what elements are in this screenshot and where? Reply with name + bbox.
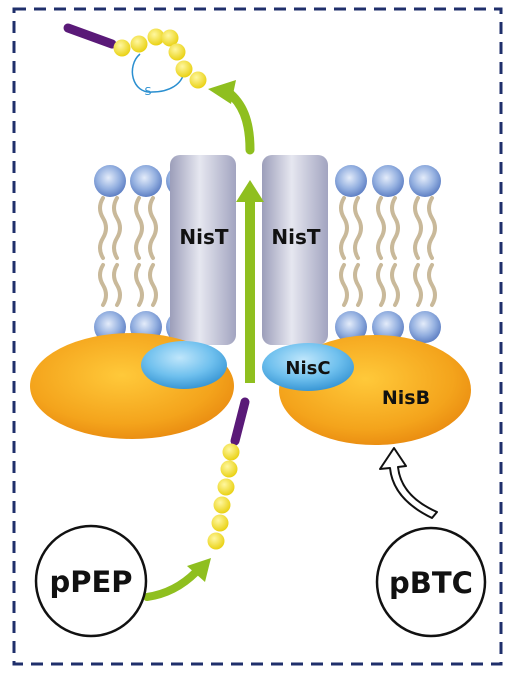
nist-left-label: NisT: [179, 225, 228, 249]
nist-right-label: NisT: [271, 225, 320, 249]
nist-left-transporter: [170, 155, 236, 345]
sulfur-label: S: [145, 85, 152, 98]
precursor-peptide: [207, 397, 250, 550]
pbtc-label: pBTC: [389, 566, 473, 600]
nisc-label: NisC: [285, 358, 330, 379]
transport-arrow: [236, 180, 264, 383]
expression-arrow-pbtc: [379, 447, 438, 519]
ppep-label: pPEP: [49, 565, 132, 599]
nisc-right-ellipse: [262, 343, 354, 391]
pbtc-plasmid-circle: [375, 526, 487, 638]
ppep-plasmid-circle: [34, 524, 148, 638]
export-arrow: [208, 80, 255, 155]
expression-arrow-ppep: [143, 558, 211, 601]
nist-right-transporter: [262, 155, 328, 345]
nisc-left-ellipse: [141, 341, 227, 389]
membrane-lipid-tails: [98, 196, 437, 307]
dashed-frame: [12, 7, 503, 666]
mature-nisin-peptide: [63, 23, 207, 93]
nisb-label: NisB: [382, 387, 430, 409]
